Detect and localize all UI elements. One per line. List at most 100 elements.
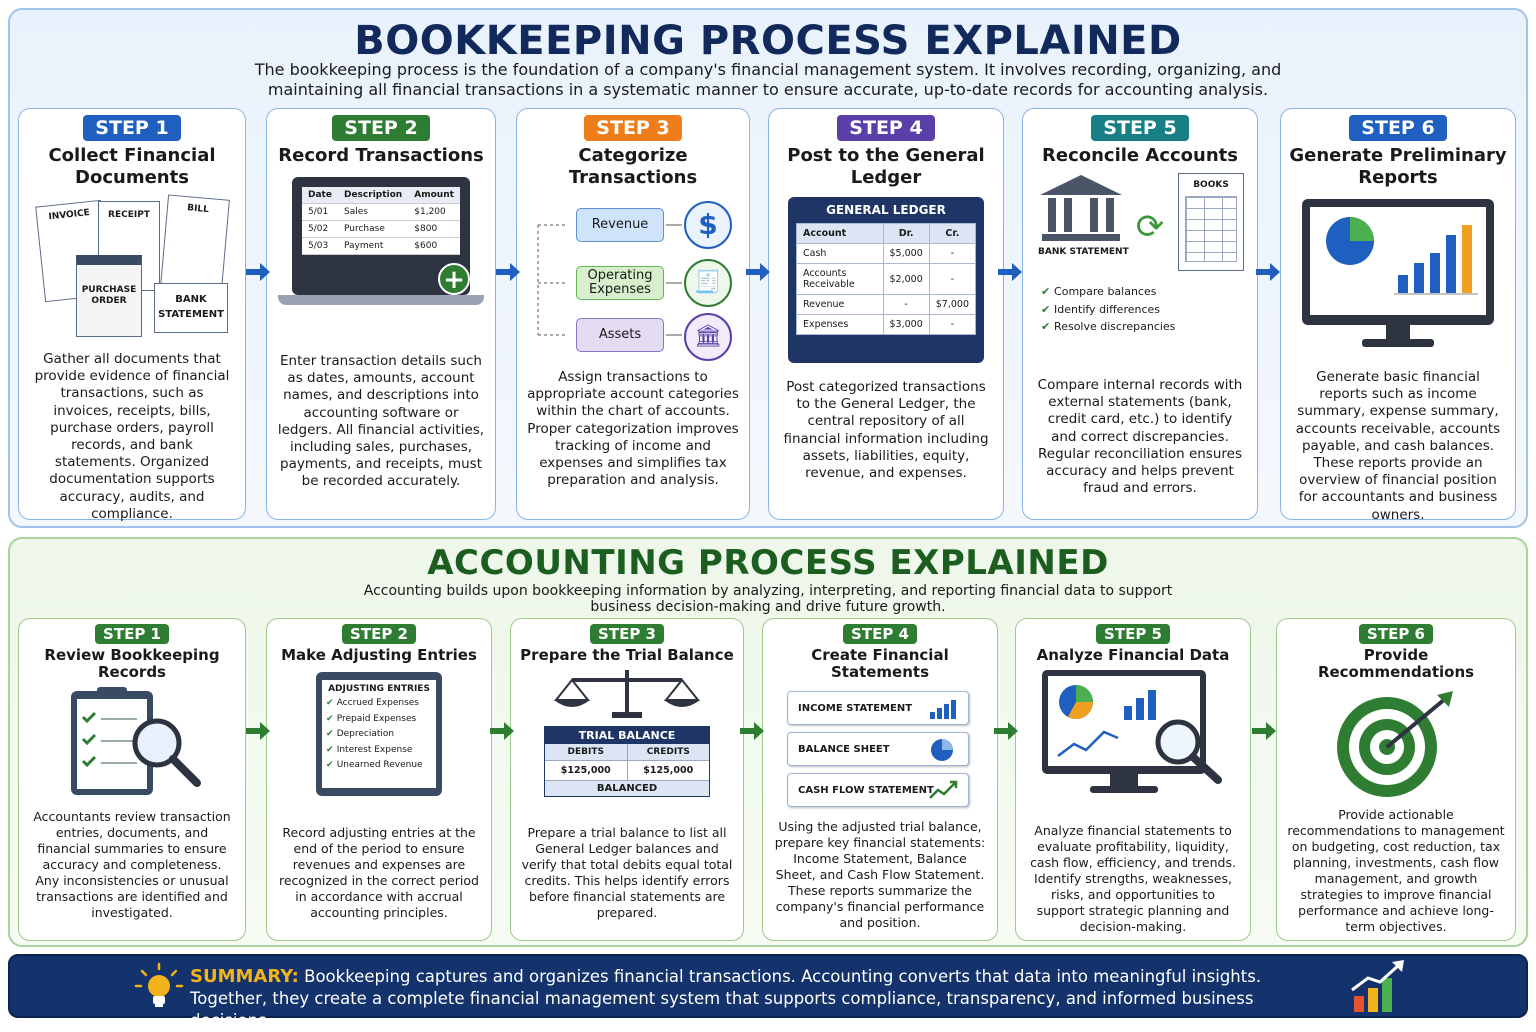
clipboard-paper: ADJUSTING ENTRIES Accrued Expenses Prepa… (322, 680, 436, 788)
laptop-base (278, 295, 484, 305)
step-title: Post to the General Ledger (787, 145, 985, 188)
step-title: Make Adjusting Entries (281, 646, 477, 664)
entry-item: Interest Expense (326, 743, 432, 759)
ac-step-3-card: STEP 3 Prepare the Trial Balance TRIAL B… (510, 618, 744, 941)
step-badge: STEP 2 (342, 624, 416, 644)
entry-item: Prepaid Expenses (326, 712, 432, 728)
accounting-section: ACCOUNTING PROCESS EXPLAINED Accounting … (8, 537, 1528, 947)
table-header: Dr. (882, 223, 930, 244)
arrow-right-icon (746, 263, 770, 281)
step-description: Post categorized transactions to the Gen… (783, 379, 989, 482)
adjusting-entries-list: Accrued Expenses Prepaid Expenses Deprec… (326, 696, 432, 774)
table-cell: 5/03 (302, 237, 338, 255)
arrow-right-icon (496, 263, 520, 281)
summary-label: SUMMARY: (190, 966, 299, 987)
entry-item: Accrued Expenses (326, 696, 432, 712)
arrow-right-icon (998, 263, 1022, 281)
check-item: Compare balances (1041, 283, 1257, 301)
table-cell: - (928, 263, 977, 295)
documents-illustration: INVOICE RECEIPT BILL PURCHASE ORDER BANK… (32, 194, 232, 347)
ac-step-4-card: STEP 4 Create Financial Statements INCOM… (762, 618, 998, 941)
sync-icon: ⟳ (1135, 207, 1165, 247)
arrow-right-icon (1252, 722, 1276, 740)
arrow-right-icon (490, 722, 514, 740)
clipboard-magnifier-graphic (71, 687, 201, 795)
ac-step-1-card: STEP 1 Review Bookkeeping Records Accoun… (18, 618, 246, 941)
bk-step-3-card: STEP 3 Categorize Transactions Revenue O… (516, 108, 750, 520)
arrow-right-icon (740, 722, 764, 740)
step-title: Review Bookkeeping Records (44, 646, 220, 681)
step-badge: STEP 1 (95, 624, 169, 644)
table-cell: - (928, 314, 977, 335)
arrow-right-icon (246, 263, 270, 281)
income-statement-box: INCOME STATEMENT (787, 691, 969, 725)
ac-step-5-card: STEP 5 Analyze Financial Data Analyze fi… (1015, 618, 1251, 941)
step-title: Record Transactions (278, 145, 484, 166)
monitor-graphic (1302, 199, 1494, 347)
growth-chart-icon (1351, 960, 1404, 1012)
credits-header: CREDITS (646, 747, 690, 757)
trial-balance-headers: DEBITS CREDITS (545, 744, 709, 760)
table-cell: Revenue (796, 294, 884, 315)
bar-chart-icon (930, 700, 956, 719)
connector-lines (537, 224, 682, 336)
invoice-label: INVOICE (48, 208, 91, 223)
step-badge: STEP 6 (1349, 115, 1447, 141)
bank-statement-doc: BANK STATEMENT (154, 283, 228, 333)
table-cell: $7,000 (928, 294, 977, 315)
category-operating-expenses: Operating Expenses (576, 266, 664, 300)
category-revenue: Revenue (576, 208, 664, 242)
bank-building-graphic (1040, 175, 1122, 241)
accounting-intro: Accounting builds upon bookkeeping infor… (363, 583, 1173, 615)
step-badge: STEP 4 (843, 624, 917, 644)
step-description: Compare internal records with external s… (1037, 377, 1243, 497)
step-description: Provide actionable recommendations to ma… (1287, 807, 1505, 934)
step-description: Prepare a trial balance to list all Gene… (521, 825, 733, 920)
ledger-title: GENERAL LEDGER (826, 203, 946, 217)
categories-illustration: Revenue Operating Expenses Assets $ 🧾 🏛 (528, 195, 738, 365)
table-cell: Accounts Receivable (796, 263, 884, 295)
table-header: Cr. (928, 223, 977, 244)
monitor-reports-illustration (1298, 197, 1498, 351)
table-cell: Payment (337, 237, 409, 255)
table-cell: $5,000 (882, 243, 930, 264)
table-cell: 5/02 (302, 220, 338, 238)
ac-step-2-card: STEP 2 Make Adjusting Entries ADJUSTING … (266, 618, 492, 941)
step-badge: STEP 2 (332, 115, 430, 141)
bookkeeping-section: BOOKKEEPING PROCESS EXPLAINED The bookke… (8, 8, 1528, 528)
table-row: Accounts Receivable$2,000- (796, 263, 977, 295)
bill-doc: BILL (160, 194, 230, 292)
arrow-right-icon (1256, 263, 1280, 281)
balance-sheet-label: BALANCE SHEET (798, 744, 890, 755)
step-title: Generate Preliminary Reports (1289, 145, 1507, 188)
summary-bar: SUMMARY: Bookkeeping captures and organi… (8, 954, 1528, 1030)
accounting-title: ACCOUNTING PROCESS EXPLAINED (427, 543, 1109, 583)
step-badge: STEP 3 (590, 624, 664, 644)
bill-label: BILL (186, 203, 210, 216)
bk-step-4-card: STEP 4 Post to the General Ledger GENERA… (768, 108, 1004, 520)
table-cell: $3,000 (882, 314, 930, 335)
table-header: Description (337, 187, 409, 204)
trial-balance-title: TRIAL BALANCE (545, 727, 709, 744)
analysis-monitor-illustration (1028, 668, 1238, 796)
bank-statement-label: BANK STATEMENT (158, 294, 224, 320)
clipboard-title: ADJUSTING ENTRIES (328, 684, 430, 694)
cash-flow-statement-box: CASH FLOW STATEMENT (787, 773, 969, 807)
check-item: Resolve discrepancies (1041, 318, 1257, 336)
general-ledger-book: GENERAL LEDGER Account Dr. Cr. Cash$5,00… (788, 197, 984, 363)
target-icon (1331, 691, 1461, 801)
bookkeeping-title: BOOKKEEPING PROCESS EXPLAINED (354, 18, 1182, 64)
debits-total: $125,000 (545, 761, 628, 780)
table-cell: $2,000 (882, 263, 930, 295)
trial-balance-table: TRIAL BALANCE DEBITS CREDITS $125,000 $1… (544, 726, 710, 797)
table-cell: $600 (408, 237, 460, 255)
summary-text: SUMMARY: Bookkeeping captures and organi… (190, 966, 1326, 1032)
table-cell: - (928, 243, 977, 264)
step-badge: STEP 3 (584, 115, 682, 141)
step-title: Categorize Transactions (568, 145, 698, 188)
credits-total: $125,000 (643, 765, 694, 776)
step-title: Reconcile Accounts (1042, 145, 1238, 166)
